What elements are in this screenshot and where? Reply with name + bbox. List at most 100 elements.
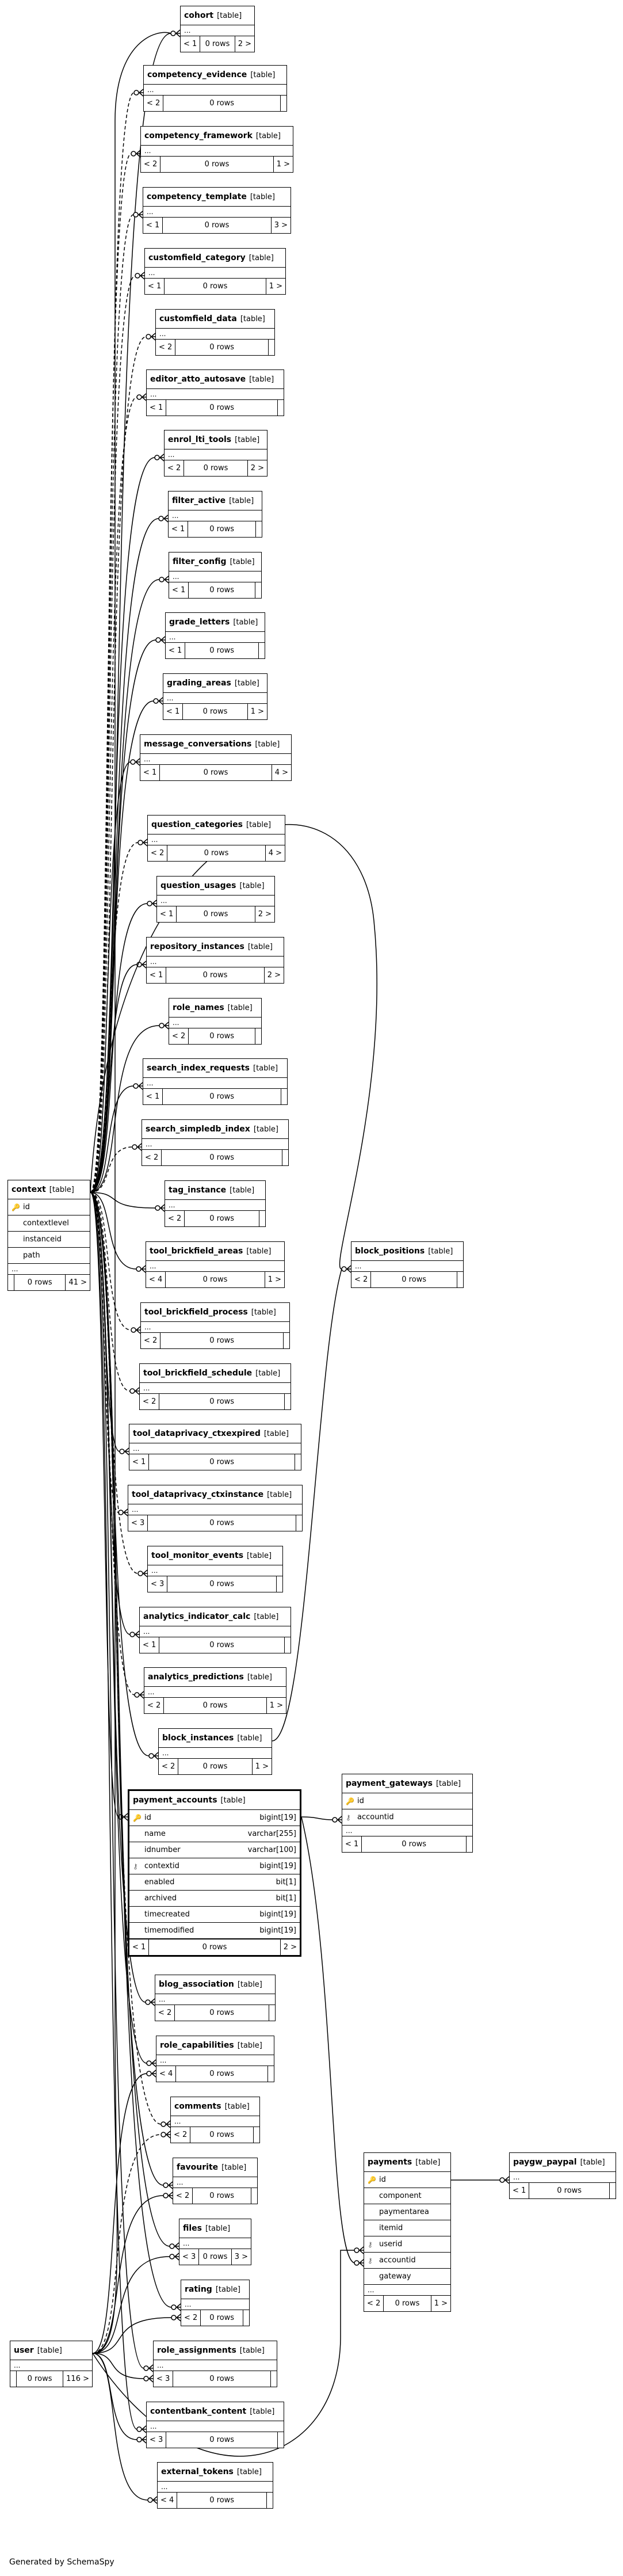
parents-link[interactable]: < 1 xyxy=(129,1939,150,1955)
table-header[interactable]: competency_evidence[table] xyxy=(144,66,286,85)
table-header[interactable]: repository_instances[table] xyxy=(147,938,284,957)
children-link[interactable]: 1 > xyxy=(255,1762,269,1771)
table-header[interactable]: customfield_data[table] xyxy=(156,310,274,329)
children-link[interactable]: 1 > xyxy=(276,160,290,169)
parents-link[interactable]: < 4 xyxy=(158,2493,178,2508)
table-header[interactable]: role_assignments[table] xyxy=(154,2341,277,2360)
table-header[interactable]: question_usages[table] xyxy=(157,877,274,895)
column-row[interactable]: ⚷accountid xyxy=(364,2253,450,2269)
children-link[interactable] xyxy=(268,2066,274,2082)
parents-link[interactable]: < 1 xyxy=(181,36,201,52)
column-row[interactable]: ⚷accountid xyxy=(342,1809,472,1826)
children-link[interactable] xyxy=(255,582,261,598)
parents-link[interactable]: < 1 xyxy=(342,1836,362,1852)
children-link[interactable]: 116 > xyxy=(66,2375,89,2383)
parents-link[interactable]: < 1 xyxy=(510,2183,530,2198)
parents-link[interactable]: < 2 xyxy=(159,1759,179,1774)
children-link[interactable] xyxy=(296,1515,302,1531)
children-link[interactable]: 41 > xyxy=(68,1278,87,1287)
table-header[interactable]: analytics_predictions[table] xyxy=(144,1668,286,1687)
parents-link[interactable]: < 3 xyxy=(179,2249,200,2265)
table-header[interactable]: analytics_indicator_calc[table] xyxy=(140,1607,291,1626)
parents-link[interactable]: < 2 xyxy=(144,96,164,111)
column-row[interactable]: instanceid xyxy=(8,1232,90,1248)
table-header[interactable]: filter_config[table] xyxy=(169,552,261,571)
parents-link[interactable]: < 1 xyxy=(140,765,160,780)
parents-link[interactable]: < 2 xyxy=(140,1394,160,1409)
table-header[interactable]: user[table] xyxy=(10,2341,92,2360)
parents-link[interactable]: < 3 xyxy=(154,2371,174,2387)
column-row[interactable]: paymentarea xyxy=(364,2204,450,2220)
parents-link[interactable]: < 4 xyxy=(156,2066,177,2082)
children-link[interactable] xyxy=(467,1836,472,1852)
table-header[interactable]: context[table] xyxy=(8,1180,90,1199)
table-header[interactable]: payments[table] xyxy=(364,2153,450,2172)
table-header[interactable]: competency_template[table] xyxy=(143,188,291,207)
table-header[interactable]: editor_atto_autosave[table] xyxy=(147,370,284,389)
parents-link[interactable]: < 1 xyxy=(157,906,177,922)
children-link[interactable]: 2 > xyxy=(250,464,264,472)
parents-link[interactable]: < 1 xyxy=(169,521,189,537)
parents-link[interactable]: < 4 xyxy=(146,1272,166,1287)
table-header[interactable]: files[table] xyxy=(179,2219,251,2238)
children-link[interactable]: 4 > xyxy=(268,849,282,858)
parents-link[interactable]: < 1 xyxy=(143,1089,163,1104)
table-header[interactable]: rating[table] xyxy=(181,2280,249,2299)
table-header[interactable]: block_instances[table] xyxy=(159,1729,272,1748)
parents-link[interactable]: < 2 xyxy=(165,1211,185,1226)
parents-link[interactable]: < 1 xyxy=(140,1637,160,1653)
table-header[interactable]: enrol_lti_tools[table] xyxy=(165,430,267,449)
parents-link[interactable]: < 2 xyxy=(144,1698,165,1713)
table-header[interactable]: filter_active[table] xyxy=(169,491,262,510)
children-link[interactable]: 1 > xyxy=(269,1701,283,1710)
table-header[interactable]: tag_instance[table] xyxy=(165,1181,265,1200)
children-link[interactable] xyxy=(278,2432,284,2448)
parents-link[interactable]: < 2 xyxy=(141,1333,161,1348)
children-link[interactable] xyxy=(281,96,286,111)
children-link[interactable] xyxy=(255,1028,261,1044)
children-link[interactable]: 2 > xyxy=(283,1943,297,1952)
table-header[interactable]: contentbank_content[table] xyxy=(147,2402,284,2421)
table-header[interactable]: search_simpledb_index[table] xyxy=(142,1120,288,1139)
children-link[interactable] xyxy=(256,521,262,537)
parents-link[interactable]: < 2 xyxy=(351,1272,372,1287)
parents-link[interactable]: < 1 xyxy=(129,1454,150,1470)
children-link[interactable] xyxy=(267,2493,273,2508)
table-header[interactable]: tool_brickfield_schedule[table] xyxy=(140,1364,291,1383)
table-header[interactable]: role_capabilities[table] xyxy=(156,2036,274,2055)
table-header[interactable]: grade_letters[table] xyxy=(166,613,265,632)
parents-link[interactable]: < 2 xyxy=(142,1150,162,1165)
table-header[interactable]: tool_dataprivacy_ctxinstance[table] xyxy=(128,1485,302,1504)
column-row[interactable]: 🔑id xyxy=(342,1793,472,1809)
table-header[interactable]: comments[table] xyxy=(171,2097,259,2116)
children-link[interactable] xyxy=(295,1454,301,1470)
children-link[interactable] xyxy=(282,1150,288,1165)
children-link[interactable]: 1 > xyxy=(267,1275,281,1284)
children-link[interactable]: 2 > xyxy=(258,910,272,919)
